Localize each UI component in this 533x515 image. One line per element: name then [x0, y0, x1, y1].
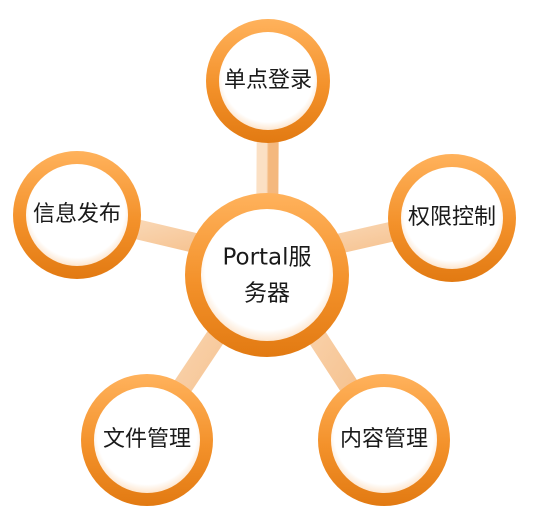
- node-left-inner: [26, 164, 128, 266]
- node-center-label-line1: Portal服: [222, 245, 311, 271]
- node-bottom-left-label: 文件管理: [103, 427, 191, 452]
- node-right: 权限控制: [388, 154, 516, 282]
- node-center-label-line2: 务器: [244, 281, 290, 307]
- node-left: 信息发布: [13, 151, 141, 279]
- node-bottom-right-label: 内容管理: [340, 427, 428, 452]
- node-center-inner: [201, 209, 333, 341]
- node-bottom-right-inner: [331, 387, 437, 493]
- node-right-label: 权限控制: [408, 205, 496, 230]
- node-bottom-left: 文件管理: [81, 374, 213, 506]
- node-top-inner: [219, 32, 317, 130]
- node-right-inner: [401, 167, 503, 269]
- node-left-label: 信息发布: [33, 202, 121, 227]
- node-top-label: 单点登录: [224, 68, 312, 93]
- node-center: Portal服 务器: [185, 193, 349, 357]
- node-bottom-right: 内容管理: [318, 374, 450, 506]
- node-bottom-left-inner: [94, 387, 200, 493]
- node-top: 单点登录: [206, 19, 330, 143]
